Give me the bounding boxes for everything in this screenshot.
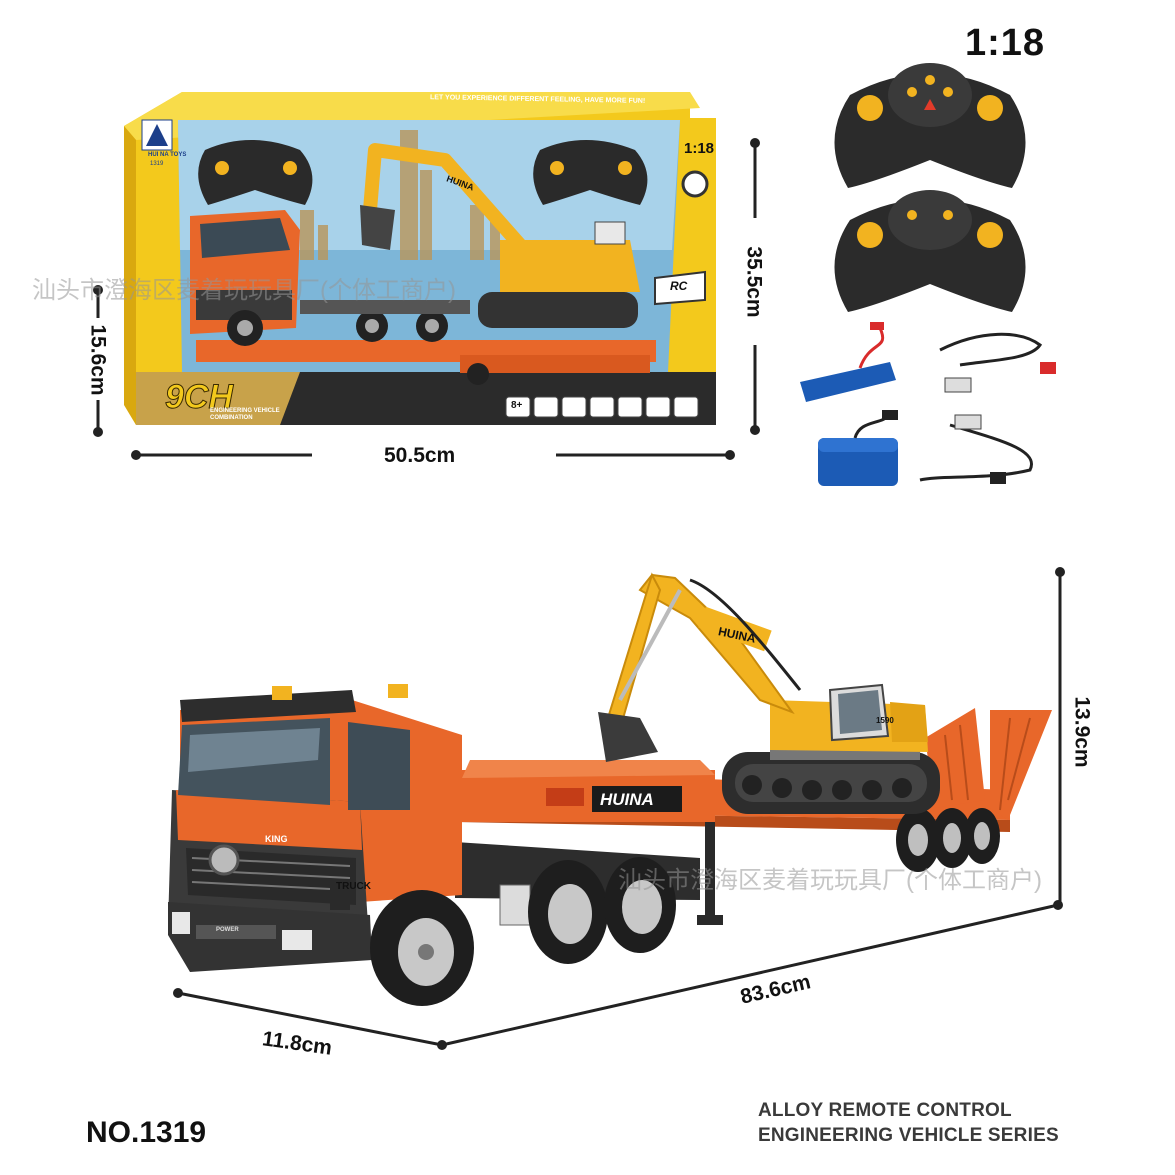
cab-side-text: TRUCK: [336, 881, 371, 892]
truck-dimension-lines: [177, 572, 1062, 1047]
remote-controller-1: [834, 63, 1026, 188]
usb-cable-1: [939, 332, 1056, 393]
series-line-1: ALLOY REMOTE CONTROL: [758, 1100, 1012, 1121]
box-dimension-lines: [96, 143, 757, 457]
packaging-box: [124, 92, 716, 425]
scale-label: 1:18: [965, 22, 1046, 64]
model-number: NO.1319: [86, 1116, 207, 1149]
box-height-label: 35.5cm: [742, 246, 766, 318]
box-rc-badge: RC: [670, 279, 688, 293]
series-line-2: ENGINEERING VEHICLE SERIES: [758, 1125, 1059, 1146]
excavator-model: 1590: [876, 716, 894, 725]
trailer-logo: HUINA: [600, 790, 654, 809]
battery-pack-1: [800, 322, 896, 402]
box-depth-label: 15.6cm: [86, 324, 110, 396]
box-channel-text: 9CH: [164, 378, 234, 417]
grille-text: POWER: [216, 927, 239, 933]
box-model-small: 1319: [150, 161, 164, 167]
box-age-badge: 8+: [511, 400, 523, 411]
box-width-label: 50.5cm: [384, 444, 456, 467]
box-subtitle: ENGINEERING VEHICLE COMBINATION: [210, 408, 280, 421]
usb-cable-2: [919, 414, 1033, 484]
remote-controller-2: [834, 190, 1026, 312]
truck-trailer-set: [168, 572, 1052, 1006]
box-scale-badge: 1:18: [684, 140, 715, 157]
box-controller-left: [198, 140, 313, 205]
cab-badge: KING: [265, 834, 288, 844]
truck-height-label: 13.9cm: [1070, 696, 1094, 768]
gear-icon: [681, 170, 709, 198]
watermark-bottom: 汕头市澄海区麦着玩玩具厂(个体工商户): [618, 867, 1042, 894]
box-brand-text: HUI NA TOYS: [148, 152, 187, 158]
watermark-top: 汕头市澄海区麦着玩玩具厂(个体工商户): [32, 277, 456, 304]
box-controller-right: [533, 140, 648, 205]
battery-pack-2: [818, 410, 898, 486]
excavator: [598, 572, 940, 814]
